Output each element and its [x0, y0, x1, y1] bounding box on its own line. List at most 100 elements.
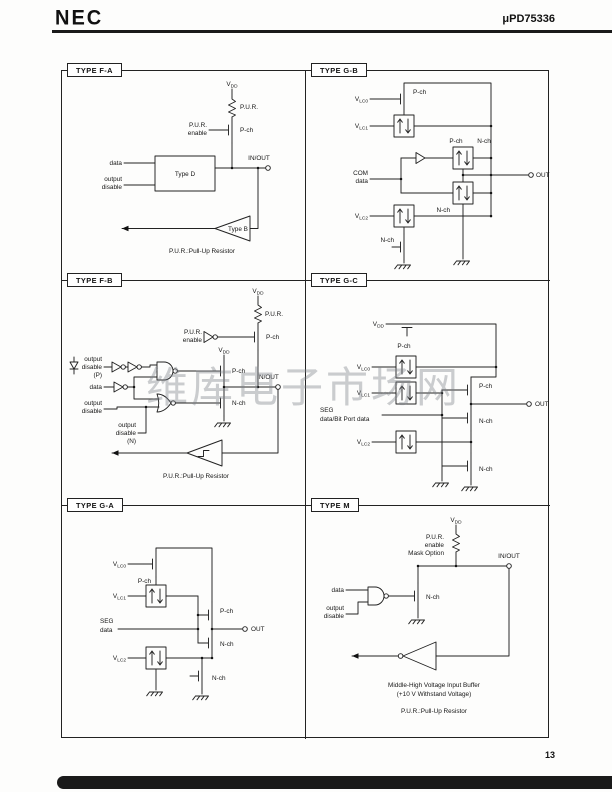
seg-data-label: data	[100, 627, 113, 634]
pch-transistor	[219, 116, 233, 144]
vlc1-switch-pair	[395, 381, 417, 405]
inverter	[113, 381, 128, 393]
type-fa-circuit: VDD P.U.R. P-ch P.U.R. enable data outpu…	[102, 81, 271, 255]
vlc2-switch-pair	[145, 646, 167, 670]
pch-pullup-transistor	[245, 323, 259, 351]
mask-option-label: Mask Option	[408, 550, 444, 557]
nch-transistor	[189, 662, 203, 690]
vlc2-switch-pair	[395, 430, 417, 454]
panel-title-gb: TYPE G-B	[311, 63, 368, 78]
pch-label: P-ch	[397, 343, 411, 350]
ground-symbol	[453, 260, 470, 266]
inout-terminal	[265, 165, 271, 171]
wires	[103, 295, 279, 454]
type-b-label: Type B	[228, 226, 248, 233]
nch-label: N-ch	[426, 594, 440, 601]
panel-title-m: TYPE M	[311, 498, 359, 513]
inout-terminal	[506, 563, 512, 569]
panel-type-gb: TYPE G-B	[306, 63, 550, 281]
nch-label: N-ch	[437, 207, 451, 214]
panel-type-ga: TYPE G-A	[62, 498, 306, 739]
out-terminal	[242, 626, 248, 632]
nch-label: N-ch	[479, 418, 493, 425]
output-disable-label-2: disable	[102, 184, 123, 191]
nch-transistor	[458, 452, 472, 480]
protection-diode	[69, 356, 79, 375]
pur-caption: P.U.R.:Pull-Up Resistor	[169, 248, 236, 255]
pur-enable-label-1: P.U.R.	[189, 122, 207, 129]
seg-label: SEG	[100, 618, 114, 625]
output-disable-p-label-3: (P)	[93, 372, 102, 379]
inout-label: IN/OUT	[248, 155, 270, 162]
buffer-caption-1: Middle-High Voltage Input Buffer	[388, 682, 481, 689]
output-disable-p-label-2: disable	[82, 364, 103, 371]
nch-label: N-ch	[212, 675, 226, 682]
pch-label: P-ch	[413, 89, 427, 96]
output-disable-label-1: output	[326, 605, 344, 612]
pur-label: P.U.R.	[265, 311, 283, 318]
pur-enable-label-1: P.U.R.	[184, 329, 202, 336]
out-label: OUT	[535, 401, 549, 408]
panel-title-gc: TYPE G-C	[311, 273, 368, 288]
panel-type-m: TYPE M VDD P.U.R. enable Ma	[306, 498, 550, 739]
pch-transistor	[143, 550, 157, 578]
nch-label: N-ch	[232, 400, 246, 407]
panel-type-gc: TYPE G-C	[306, 273, 550, 506]
type-ga-circuit: VLC0 P-ch VLC1 P-ch N-ch OUT SEG data VL…	[100, 547, 265, 701]
vlc1-label: VLC1	[113, 593, 126, 602]
seg-label: SEG	[320, 407, 334, 414]
ground-symbol	[408, 619, 425, 625]
output-disable-label-1: output	[104, 176, 122, 183]
type-gc-circuit: VDD P-ch VLC0 VLC1 P-ch N-ch OUT SEG dat…	[320, 321, 549, 492]
data-label: data	[356, 178, 369, 185]
pch-label: P-ch	[449, 138, 463, 145]
data-label: data	[110, 160, 123, 167]
nch-output-transistor	[199, 629, 213, 657]
output-pair-upper	[452, 146, 474, 170]
type-fb-circuit: VDD P.U.R. P-ch P.U.R. enable output dis…	[69, 288, 283, 480]
inout-label: IN/OUT	[498, 553, 520, 560]
out-label: OUT	[536, 172, 550, 179]
header-rule	[52, 30, 612, 33]
panel-type-fb: TYPE F-B	[62, 273, 306, 506]
arrowhead-icon	[121, 225, 129, 232]
out-label: OUT	[251, 626, 265, 633]
ground-symbol	[214, 422, 231, 428]
pur-enable-label-2: enable	[183, 337, 203, 344]
pur-enable-label-2: enable	[425, 542, 445, 549]
out-terminal	[528, 172, 534, 178]
nch-label: N-ch	[479, 466, 493, 473]
ground-symbol	[432, 482, 449, 488]
panel-type-fa: TYPE F-A VDD P.U.R. P-ch P.U.R. enable	[62, 63, 306, 281]
type-d-label: Type D	[175, 171, 196, 178]
pch-transistor	[391, 85, 405, 113]
pch-driver-transistor	[211, 357, 225, 385]
nand-gate	[367, 586, 389, 606]
wires	[121, 88, 267, 229]
output-disable-n-label-2: disable	[116, 430, 137, 437]
footer-bar	[57, 776, 612, 789]
pch-label: P-ch	[232, 368, 246, 375]
pch-output-transistor	[458, 376, 472, 404]
vlc2-label: VLC2	[355, 213, 368, 222]
vlc0-label: VLC0	[357, 364, 370, 373]
output-disable-label-1: output	[84, 400, 102, 407]
nch-driver-transistor	[211, 389, 225, 417]
inout-label: IN/OUT	[257, 374, 279, 381]
vlc2-label: VLC2	[357, 439, 370, 448]
pur-enable-label-2: enable	[188, 130, 208, 137]
type-gb-circuit: VLC0 P-ch VLC1 P-ch N-ch OUT COM data N-…	[353, 82, 550, 270]
out-terminal	[526, 401, 532, 407]
panel-title-fb: TYPE F-B	[67, 273, 122, 288]
pch-transistor	[393, 323, 421, 337]
ground-symbol	[146, 691, 163, 697]
vlc2-switch-pair	[393, 204, 415, 228]
vdd-label: VDD	[252, 288, 264, 297]
inout-terminal	[275, 384, 281, 390]
pch-label: P-ch	[479, 383, 493, 390]
pch-label: P-ch	[266, 334, 280, 341]
wires	[371, 323, 527, 486]
nch-label: N-ch	[381, 237, 395, 244]
nch-transistor	[405, 582, 419, 610]
